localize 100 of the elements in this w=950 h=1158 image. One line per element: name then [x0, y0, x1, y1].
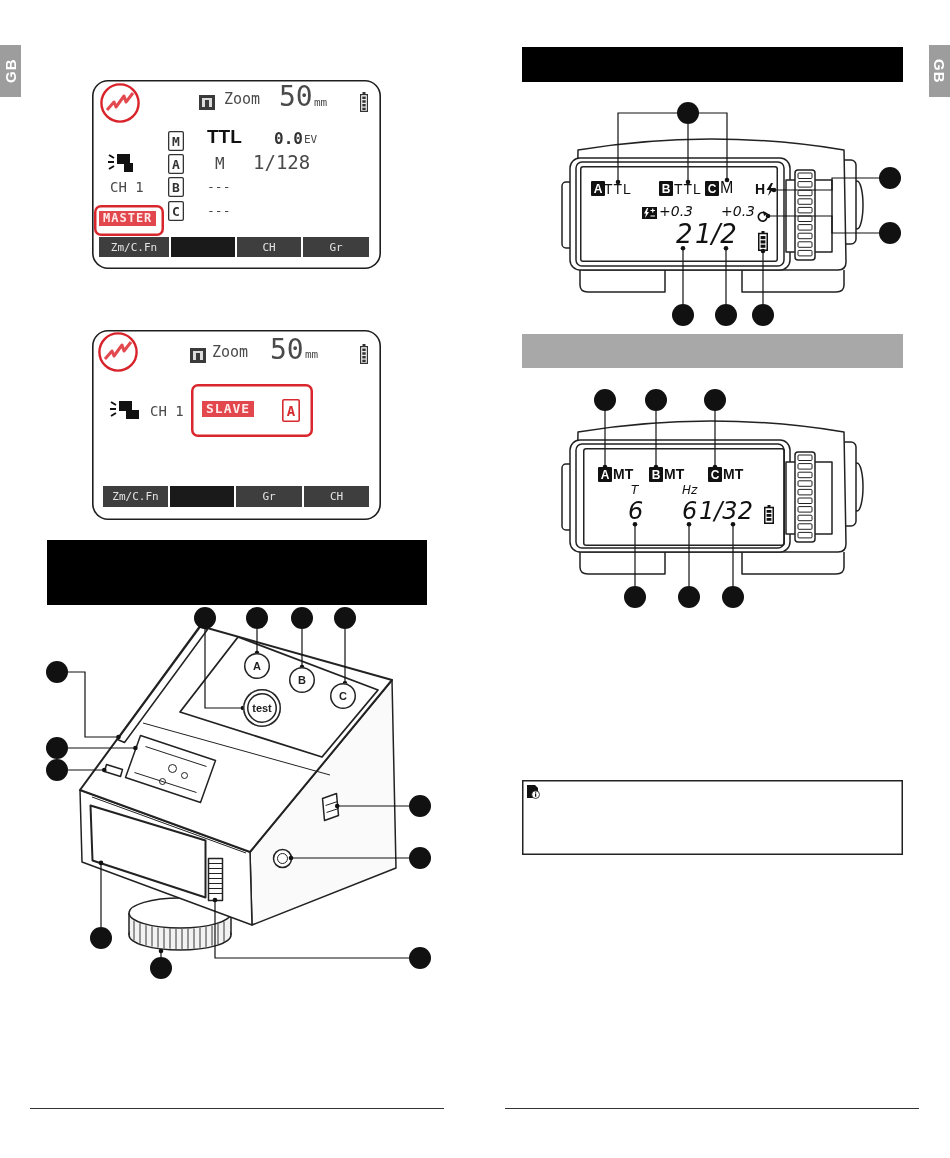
unit-label: mm	[305, 349, 319, 361]
callout-marker	[246, 607, 268, 629]
soft-key	[170, 486, 234, 507]
mode-label: SLAVE	[202, 401, 255, 417]
flash-mode-text: M	[215, 156, 225, 173]
leader-line	[730, 521, 736, 587]
group-indicator: A	[591, 181, 605, 196]
leader-line	[158, 948, 164, 958]
leader-line	[67, 745, 138, 751]
leader-line	[686, 521, 692, 587]
lcd-window	[580, 166, 778, 262]
callout-marker	[46, 661, 68, 683]
callout-marker	[409, 947, 431, 969]
soft-key: Zm/C.Fn	[103, 486, 168, 507]
language-tab: GB	[929, 45, 950, 97]
leader-line	[760, 248, 766, 305]
circular-arrow-icon	[757, 211, 768, 222]
sync-mode-text: H	[755, 182, 766, 197]
lightning-icon	[766, 183, 774, 196]
callout-marker	[645, 389, 667, 411]
soft-key	[171, 237, 235, 257]
flash-mode-text: MT	[613, 467, 634, 482]
ratio-value: 2	[676, 221, 693, 249]
scroll-wheel	[206, 856, 224, 902]
leader-line	[680, 246, 686, 305]
leader-line	[615, 112, 678, 185]
mounting-ring	[128, 897, 232, 951]
leader-line	[299, 628, 305, 670]
soft-key: Gr	[303, 237, 369, 257]
flash-mode-text: TTL	[207, 127, 242, 147]
leader-line	[632, 521, 638, 587]
callout-marker	[722, 586, 744, 608]
language-tab: GB	[0, 45, 21, 97]
dash-value: ---	[207, 204, 231, 218]
unit-label: T	[631, 484, 639, 497]
callout-marker	[291, 607, 313, 629]
callout-marker	[672, 304, 694, 326]
callout-marker	[678, 586, 700, 608]
flash-mode-text: M	[720, 180, 735, 197]
leader-line	[602, 410, 608, 470]
leader-line	[204, 628, 246, 711]
group-indicator: B	[649, 467, 663, 482]
callout-marker	[624, 586, 646, 608]
callout-marker	[704, 389, 726, 411]
lcd-window	[583, 448, 785, 546]
leader-line	[685, 123, 691, 185]
leader-line	[67, 671, 121, 740]
callout-marker	[677, 102, 699, 124]
group-indicator: B	[659, 181, 673, 196]
group-indicator: C	[705, 181, 719, 196]
port-socket	[271, 847, 293, 869]
group-indicator: A	[282, 399, 300, 422]
battery-icon	[758, 231, 768, 251]
flash-mode-text: MT	[723, 467, 744, 482]
callout-marker	[46, 737, 68, 759]
flash-mode-text: MT	[664, 467, 685, 482]
group-indicator: M	[168, 131, 184, 151]
callout-marker	[879, 167, 901, 189]
lcd-screen	[92, 330, 381, 520]
unit-label: mm	[314, 97, 328, 109]
ratio-value: 1/2	[695, 221, 737, 249]
callout-marker	[409, 795, 431, 817]
group-indicator: A	[168, 154, 184, 174]
group-indicator: C	[708, 467, 722, 482]
callout-marker	[334, 607, 356, 629]
group-indicator: C	[168, 201, 184, 221]
group-indicator: A	[598, 467, 612, 482]
channel-label: CH 1	[110, 180, 144, 195]
mode-label: MASTER	[99, 211, 157, 226]
focal-length-value: 50	[279, 82, 313, 112]
leader-line	[254, 628, 260, 656]
leader-line	[67, 767, 107, 773]
leader-line	[698, 112, 730, 183]
unit-label: Hz	[682, 484, 698, 497]
power-value: 1/128	[253, 153, 311, 173]
highlight-frame	[94, 205, 164, 236]
callout-marker	[90, 927, 112, 949]
soft-key: Gr	[236, 486, 302, 507]
soft-key: CH	[304, 486, 369, 507]
soft-key: CH	[237, 237, 301, 257]
callout-marker	[715, 304, 737, 326]
display-window	[88, 803, 207, 899]
leader-line	[712, 410, 718, 470]
callout-marker	[594, 389, 616, 411]
group-indicator: B	[168, 177, 184, 197]
heading-bar	[522, 47, 903, 82]
leader-line	[723, 246, 729, 305]
callout-marker	[150, 957, 172, 979]
hot-shoe	[123, 733, 217, 804]
dash-value: ---	[207, 180, 231, 194]
compensation-value: +0.3	[659, 204, 693, 219]
leader-line	[342, 628, 348, 686]
flash-mode-text: TTL	[674, 182, 702, 197]
ev-value: 0.0	[274, 131, 303, 148]
focal-length-value: 50	[270, 335, 304, 365]
slide-switch	[320, 791, 340, 822]
leader-line	[771, 177, 880, 193]
leader-line	[212, 897, 410, 959]
flash-mode-text: TTL	[604, 182, 632, 197]
callout-marker	[409, 847, 431, 869]
